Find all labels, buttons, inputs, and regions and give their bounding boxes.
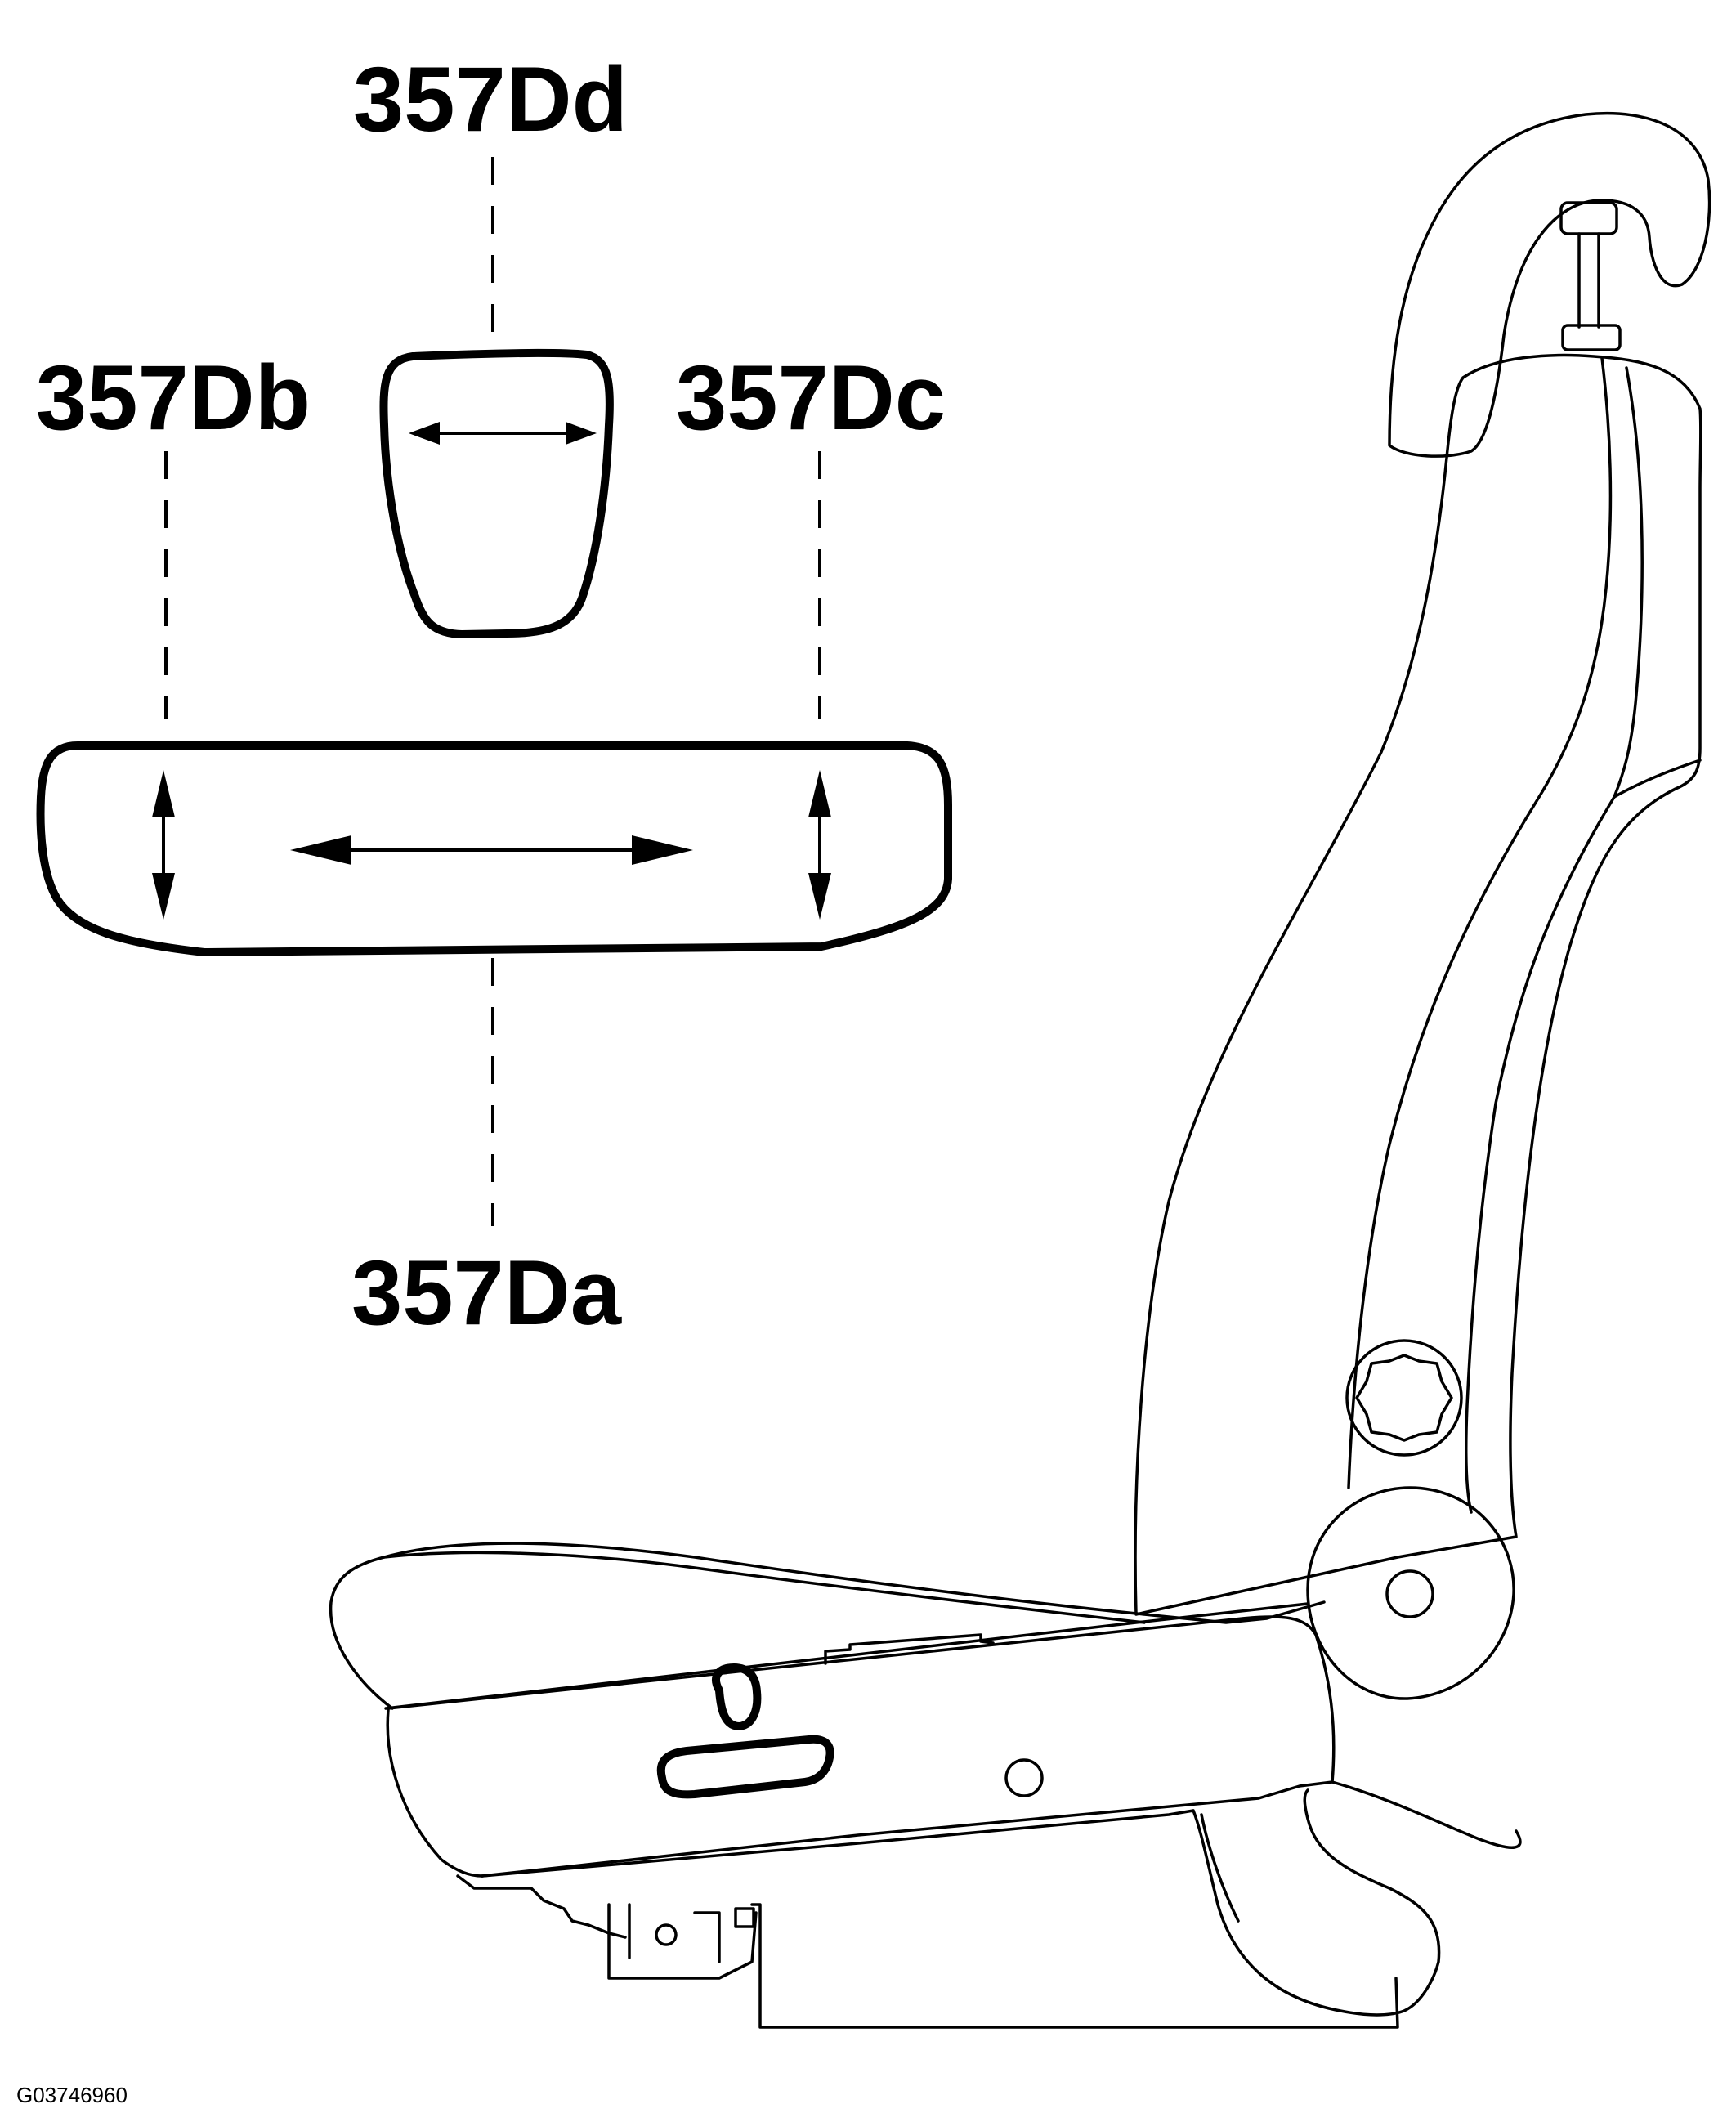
headrest-post-collar xyxy=(1561,324,1622,351)
cushion-right-down-head xyxy=(808,873,831,920)
label-357da: 357Da xyxy=(351,1242,622,1344)
seat-side-panel-outline xyxy=(387,1615,1336,1878)
backrest-inner-back xyxy=(1347,356,1613,1489)
leader-lines xyxy=(164,157,821,1226)
seat-cushion-crease xyxy=(383,1551,1146,1624)
backrest-switch xyxy=(379,348,614,638)
seat-base-front xyxy=(456,1874,627,1939)
seat-side-lower-edge xyxy=(481,1809,1195,1878)
headrest xyxy=(1388,111,1711,458)
backrest-side-notch xyxy=(1613,759,1702,799)
headrest-post xyxy=(1559,201,1622,351)
seat-base-bolt xyxy=(655,1923,678,1946)
cushion-switch xyxy=(36,741,952,956)
recliner-pivot xyxy=(1306,1486,1515,1700)
backrest-arrow-right-head xyxy=(566,422,597,445)
seat-side-backrest-switch xyxy=(712,1663,762,1730)
cushion-right-up-head xyxy=(808,770,831,817)
seat-base-rail xyxy=(750,1903,1399,2029)
seat-trim-tab xyxy=(824,1633,995,1665)
seat-base-bracket-detail xyxy=(628,1903,721,1963)
label-357db: 357Db xyxy=(36,347,311,449)
rear-side-panel xyxy=(1331,1780,1522,1849)
figure-id: G03746960 xyxy=(16,2083,128,2107)
seat-side-cushion-switch xyxy=(656,1735,834,1799)
backrest-switch-outline xyxy=(379,348,614,638)
recliner-pivot-outer xyxy=(1306,1486,1515,1700)
cushion-switch-outline xyxy=(36,741,952,956)
recliner-knob-upper-inner xyxy=(1355,1354,1453,1442)
label-357dc: 357Dc xyxy=(676,347,946,449)
recliner-pivot-center xyxy=(1385,1569,1434,1618)
rear-leg-inner xyxy=(1200,1813,1240,1923)
seat-base-clip xyxy=(734,1907,755,1928)
side-panel-fastener xyxy=(1004,1758,1044,1797)
seat-cushion-top xyxy=(329,1542,1326,1710)
backrest-outer xyxy=(1134,353,1702,1616)
cushion-arrow-right-head xyxy=(632,835,693,865)
backrest-inner-front xyxy=(1465,366,1644,1514)
seat-side-trim xyxy=(384,1602,1309,1878)
label-357dd: 357Dd xyxy=(353,48,628,150)
cushion-arrow-left-head xyxy=(290,835,351,865)
recliner-knob-upper-outer xyxy=(1345,1339,1463,1457)
recliner-knob-upper xyxy=(1345,1339,1463,1457)
cushion-left-down-head xyxy=(152,873,175,920)
seat-base-bracket xyxy=(607,1903,758,1980)
rear-leg xyxy=(1192,1788,1441,2017)
seat-illustration xyxy=(329,111,1711,2029)
cushion-left-up-head xyxy=(152,770,175,817)
headrest-post-cap xyxy=(1559,201,1618,235)
backrest-arrow-left-head xyxy=(409,422,440,445)
